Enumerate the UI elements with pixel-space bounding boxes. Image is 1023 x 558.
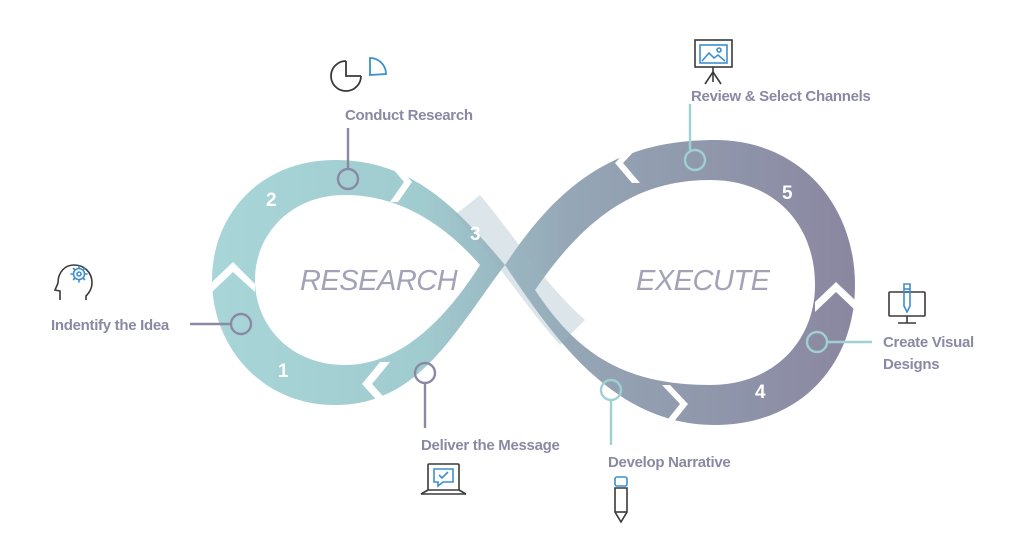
segment-chevrons xyxy=(212,145,855,424)
label-review-channels: Review & Select Channels xyxy=(691,88,871,105)
segment-number-4: 4 xyxy=(755,382,766,403)
label-conduct-research: Conduct Research xyxy=(345,107,473,124)
label-deliver-message: Deliver the Message xyxy=(421,437,560,454)
head-gear-icon xyxy=(53,264,93,300)
pencil-icon xyxy=(614,476,628,524)
connector-ring-4 xyxy=(805,330,829,354)
presentation-board-icon xyxy=(694,39,733,85)
connectors-light xyxy=(599,104,872,445)
connector-ring-1 xyxy=(229,312,253,336)
segment-number-3: 3 xyxy=(470,224,481,245)
label-create-visual-line1: Create Visual xyxy=(883,334,974,351)
laptop-chat-icon xyxy=(420,463,467,495)
segment-number-2: 2 xyxy=(266,190,277,211)
connector-ring-2 xyxy=(336,167,360,191)
pie-chart-icon xyxy=(330,57,387,92)
connector-ring-3 xyxy=(683,148,707,172)
segment-number-5: 5 xyxy=(782,183,793,204)
label-develop-narrative: Develop Narrative xyxy=(608,454,730,471)
segment-number-1: 1 xyxy=(278,361,289,382)
crossing-strand xyxy=(455,195,585,345)
label-create-visual-line2: Designs xyxy=(883,356,939,373)
segment-number-6: 6 xyxy=(470,325,481,346)
loop-title-execute: EXECUTE xyxy=(636,265,771,297)
connector-ring-5 xyxy=(599,378,623,402)
connector-ring-6 xyxy=(413,361,437,385)
connectors xyxy=(190,128,437,428)
loop-title-research: RESEARCH xyxy=(300,265,458,297)
infinity-band xyxy=(212,140,855,425)
label-identify-idea: Indentify the Idea xyxy=(51,317,170,334)
monitor-pencil-icon xyxy=(888,283,926,324)
